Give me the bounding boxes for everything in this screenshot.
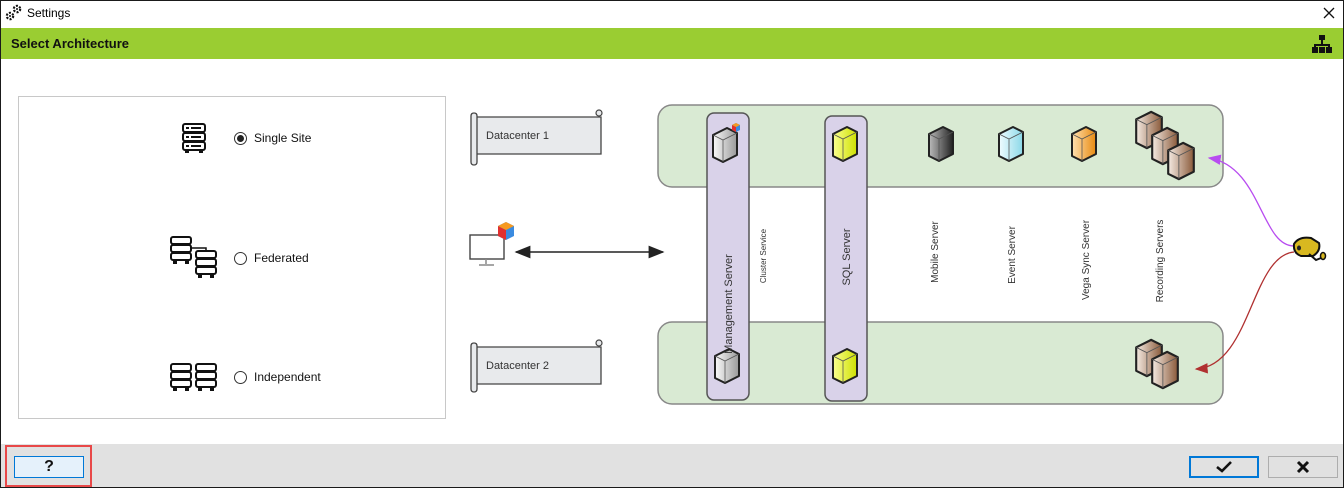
independent-radio[interactable]	[234, 370, 247, 384]
option-single-site[interactable]: Single Site	[234, 131, 311, 145]
footer-bar: ?	[1, 444, 1343, 487]
checkmark-icon	[1216, 461, 1232, 473]
server-stack-icon	[182, 123, 206, 153]
event-server-icon	[998, 126, 1024, 162]
sql-server-label: SQL Server	[841, 228, 853, 285]
management-server-icon	[712, 127, 738, 163]
vega-sync-server-icon	[1071, 126, 1097, 162]
management-server-label: Management Server	[723, 254, 735, 354]
management-logo-icon	[732, 123, 740, 132]
option-federated[interactable]: Federated	[234, 251, 309, 265]
federated-radio[interactable]	[234, 251, 247, 265]
section-title: Select Architecture	[11, 36, 130, 51]
independent-servers-icon	[170, 363, 217, 391]
federated-label: Federated	[254, 251, 309, 265]
federated-servers-icon	[170, 236, 217, 278]
vega-sync-server-label: Vega Sync Server	[1081, 219, 1092, 300]
architecture-diagram: Datacenter 1 Datacenter 2	[469, 104, 1327, 405]
gears-icon	[5, 4, 22, 21]
event-server-label: Event Server	[1007, 225, 1018, 283]
datacenter-1-scroll: Datacenter 1	[470, 109, 603, 166]
recording-servers-label: Recording Servers	[1155, 220, 1166, 303]
management-server-pillar	[706, 112, 750, 401]
datacenter-2-site	[657, 321, 1224, 405]
help-button[interactable]: ?	[14, 456, 84, 478]
help-button-highlight	[5, 445, 92, 487]
datacenter-2-scroll: Datacenter 2	[470, 339, 603, 393]
mobile-server-label: Mobile Server	[930, 220, 941, 282]
sql-server-pillar	[824, 115, 868, 402]
datacenter-2-label: Datacenter 2	[486, 360, 549, 372]
sitemap-icon	[1312, 35, 1332, 53]
x-icon	[1296, 460, 1310, 474]
single-site-label: Single Site	[254, 131, 312, 145]
monitor-with-logo-icon	[469, 222, 514, 266]
window-title: Settings	[27, 6, 71, 20]
title-bar: Settings	[1, 1, 1343, 27]
sql-server-icon	[832, 126, 858, 162]
camera-to-dc2-arrow	[1194, 251, 1295, 374]
option-independent[interactable]: Independent	[234, 370, 321, 384]
architecture-options-panel: Single Site Federated Independent	[18, 96, 446, 419]
close-button[interactable]	[1317, 2, 1341, 24]
close-icon	[1323, 7, 1335, 19]
section-header: Select Architecture	[1, 28, 1343, 59]
mobile-server-icon	[928, 126, 954, 162]
datacenter-1-label: Datacenter 1	[486, 130, 549, 142]
single-site-radio[interactable]	[234, 131, 247, 145]
camera-icon	[1292, 236, 1327, 262]
ok-button[interactable]	[1189, 456, 1259, 478]
cancel-button[interactable]	[1268, 456, 1338, 478]
camera-to-dc1-arrow	[1207, 154, 1295, 247]
independent-label: Independent	[254, 370, 321, 384]
cluster-service-label: Cluster Service	[759, 228, 768, 283]
sql-server-dc2-icon	[831, 347, 859, 385]
